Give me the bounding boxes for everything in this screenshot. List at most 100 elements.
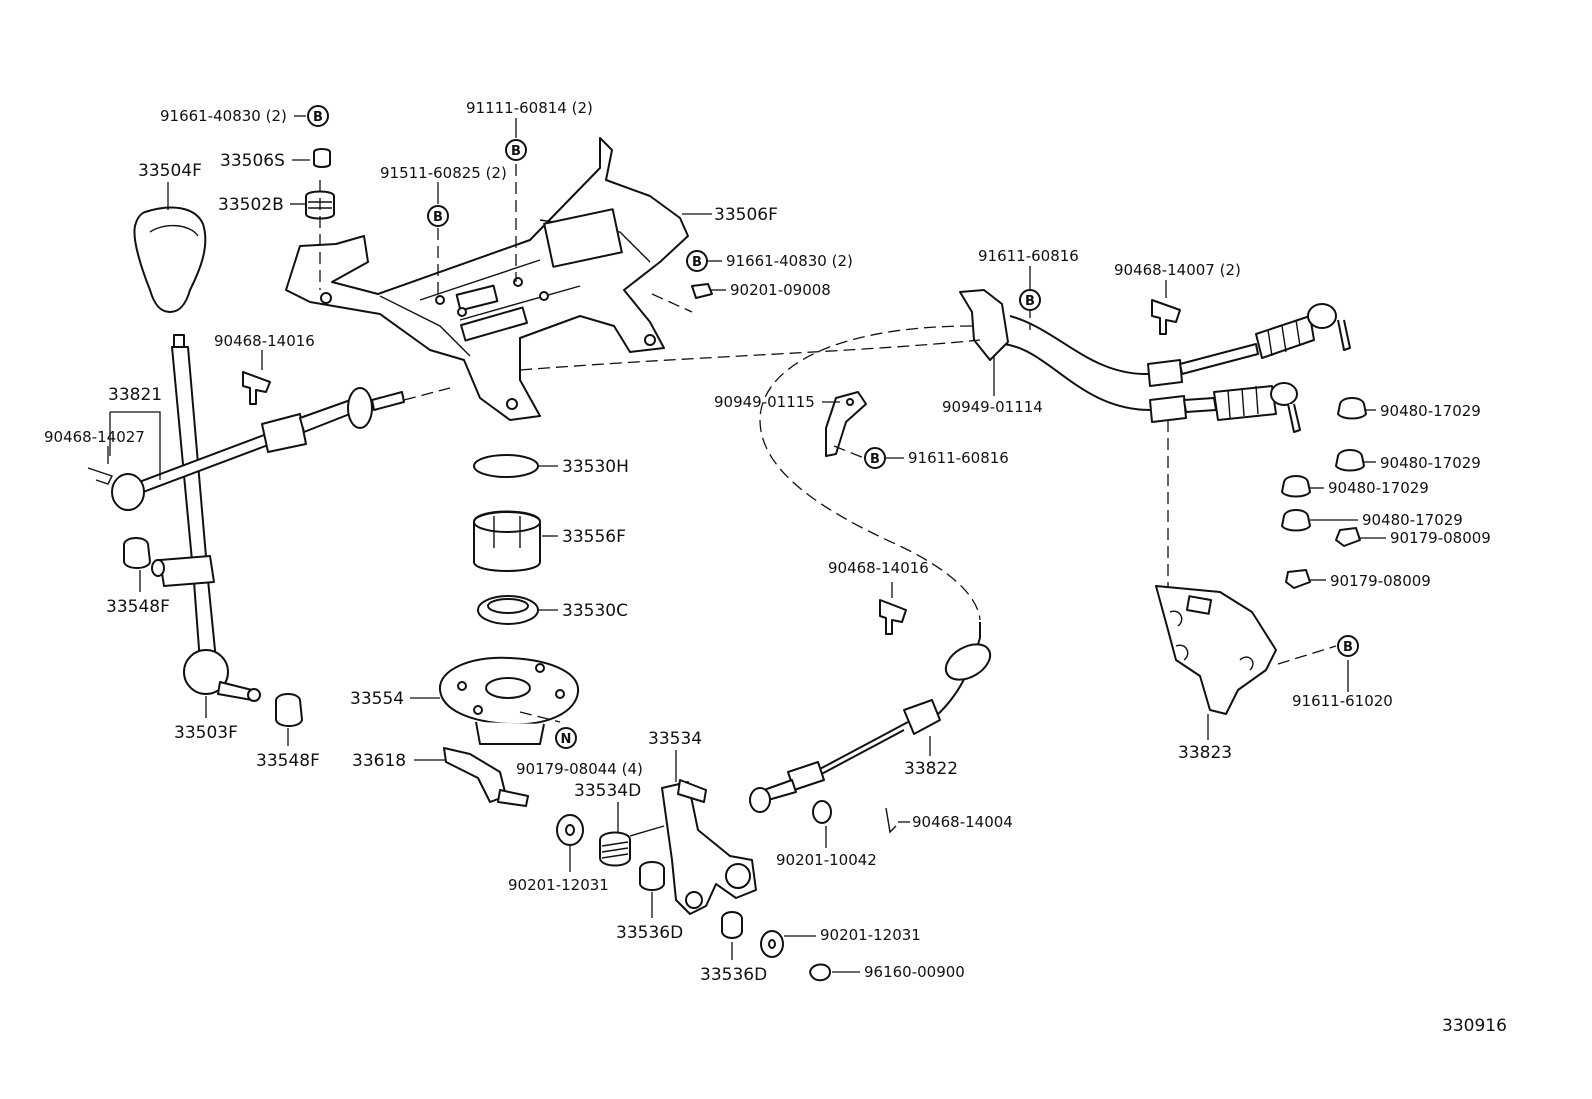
cable-1-shaft (1179, 343, 1259, 375)
bracket-hole-5 (320, 292, 332, 304)
lever-top-pin (677, 779, 707, 803)
plate-center (485, 677, 531, 699)
label-33506s: 33506S (220, 151, 285, 171)
label-90480-17029-d: 90480-17029 (1362, 511, 1463, 529)
label-33504f: 33504F (138, 161, 202, 181)
clip-96160-00900-shape (809, 963, 831, 982)
marker-b-3: B (427, 205, 449, 227)
lever-bracket (159, 555, 215, 587)
trans-cable-1 (1009, 315, 1151, 376)
bush-33536d-a-shape (639, 861, 665, 891)
markers: B B B B B B B N (307, 105, 1359, 749)
bushing-33548f-b-shape (275, 693, 303, 727)
rod-grommet (347, 387, 373, 429)
lever-pin-end (247, 688, 261, 702)
bracket-hole-4 (457, 307, 467, 317)
bracket-33823-slot (1185, 595, 1213, 615)
label-90201-10042: 90201-10042 (776, 851, 877, 869)
washer-90201-09008-shape (691, 283, 713, 299)
marker-b-5: B (1019, 289, 1041, 311)
cable-2-stud (1287, 403, 1301, 433)
clip-90468-14007 (1151, 299, 1181, 335)
nut-90480-17029-a (1337, 397, 1367, 420)
guide-rod-to-bracket (403, 387, 451, 401)
label-91111-60814: 91111-60814 (2) (466, 99, 593, 117)
label-90468-14016-b: 90468-14016 (828, 559, 929, 577)
label-33506f: 33506F (714, 205, 778, 225)
lever-pin (217, 681, 253, 701)
plate-hole-1 (457, 681, 467, 691)
label-33503f: 33503F (174, 723, 238, 743)
plate-skirt (475, 721, 545, 745)
marker-b-text: B (870, 452, 880, 467)
label-33530c: 33530C (562, 601, 628, 621)
label-90179-08009-a: 90179-08009 (1390, 529, 1491, 547)
bracket-33823-shape (1155, 585, 1277, 715)
lever-thread (173, 334, 185, 348)
label-33554: 33554 (350, 689, 404, 709)
bracket-hole-3 (539, 291, 549, 301)
leader-lines (107, 115, 1386, 973)
cable-1-collar (1147, 359, 1183, 387)
guide-plate-bolt (519, 711, 561, 723)
bracket-pin (151, 559, 165, 577)
shift-knob-shape (133, 206, 207, 313)
marker-n-1: N (555, 727, 577, 749)
bracket-33823-cutouts (1169, 610, 1254, 671)
clip-90468-14016-b (879, 599, 907, 635)
marker-b-1: B (307, 105, 329, 127)
washer-a-hole (565, 824, 575, 836)
cable-shaft-a (817, 721, 909, 771)
boot-slots (493, 516, 521, 548)
label-90468-14016-a: 90468-14016 (214, 332, 315, 350)
bush-33506s (313, 148, 331, 168)
guide-cable-route (759, 325, 981, 621)
label-90179-08044: 90179-08044 (4) (516, 760, 643, 778)
bracket-hole-2 (513, 277, 523, 287)
clip-90468-14016-a (242, 371, 271, 405)
washer-b-hole (768, 939, 776, 949)
label-90201-09008: 90201-09008 (730, 281, 831, 299)
marker-b-4: B (686, 250, 708, 272)
label-90480-17029-b: 90480-17029 (1380, 454, 1481, 472)
nut-90179-08009-b (1285, 569, 1311, 589)
marker-b-text: B (433, 210, 443, 225)
nut-90480-17029-d (1281, 509, 1311, 532)
label-33502b: 33502B (218, 195, 284, 215)
bracket-detail-lines (379, 219, 651, 357)
small-bracket-shape (825, 391, 867, 457)
figure-code: 330916 (1442, 1016, 1507, 1036)
label-33548f-b: 33548F (256, 751, 320, 771)
label-33530h: 33530H (562, 457, 629, 477)
main-bracket-33506f-shape (285, 137, 689, 421)
label-90949-01115: 90949-01115 (714, 393, 815, 411)
label-33548f-a: 33548F (106, 597, 170, 617)
bracket-hole-1 (435, 295, 445, 305)
nut-90480-17029-b (1335, 449, 1365, 472)
cable-2-boot (1213, 385, 1277, 421)
cable-1-ribs (1267, 319, 1301, 357)
lever-ball-joint (183, 649, 229, 695)
label-90480-17029-a: 90480-17029 (1380, 402, 1481, 420)
cable-2-shaft (1183, 397, 1217, 413)
label-33536d-b: 33536D (700, 965, 767, 985)
label-91511-60825: 91511-60825 (2) (380, 164, 507, 182)
label-91661-40830-b: 91661-40830 (2) (726, 252, 853, 270)
pivot-33618-shape (443, 747, 507, 803)
marker-b-text: B (692, 255, 702, 270)
bracket-slot-2 (460, 306, 528, 342)
bushing-33548f-a-shape (123, 537, 151, 569)
marker-n-text: N (561, 732, 572, 747)
marker-b-7: B (1337, 635, 1359, 657)
lever-hole (685, 891, 703, 909)
label-33823: 33823 (1178, 743, 1232, 763)
marker-b-6: B (864, 447, 886, 469)
spring-arm (629, 825, 665, 837)
label-33821: 33821 (108, 385, 162, 405)
label-33534: 33534 (648, 729, 702, 749)
spring-coils (601, 841, 629, 859)
part-shapes (87, 137, 1367, 982)
cable-1-stud (1337, 319, 1351, 351)
